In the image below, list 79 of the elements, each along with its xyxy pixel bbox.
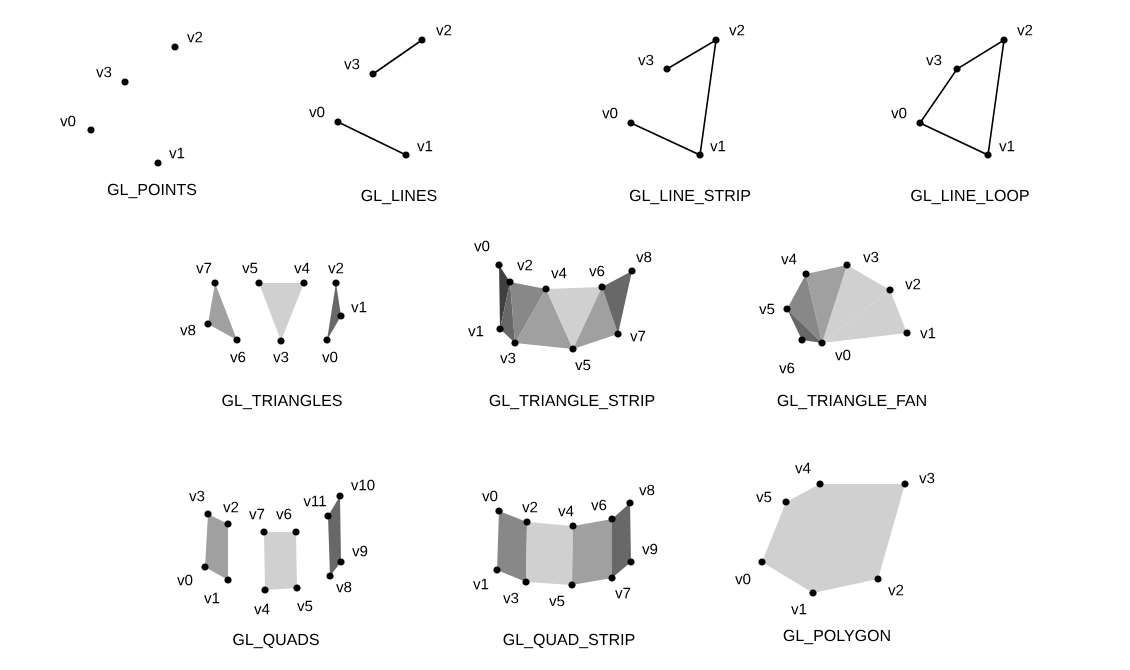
vertex-label: v4 bbox=[551, 267, 567, 279]
vertex-label: v3 bbox=[189, 490, 205, 502]
vertex-label: v6 bbox=[591, 499, 607, 511]
vertex-label: v0 bbox=[835, 349, 851, 361]
vertex-label: v5 bbox=[759, 303, 775, 315]
vertex-label: v3 bbox=[500, 352, 516, 364]
vertex-label: v0 bbox=[735, 573, 751, 585]
primitive-name: GL_QUADS bbox=[233, 633, 319, 649]
vertex-label: v3 bbox=[863, 251, 879, 263]
vertex-label: v6 bbox=[230, 351, 246, 363]
vertex-label: v3 bbox=[273, 351, 289, 363]
vertex-label: v2 bbox=[522, 501, 538, 513]
vertex-label: v0 bbox=[602, 107, 618, 119]
vertex-label: v1 bbox=[169, 147, 185, 159]
vertex-label: v1 bbox=[710, 140, 726, 152]
vertex-label: v10 bbox=[350, 479, 375, 491]
vertex-label: v2 bbox=[328, 262, 344, 274]
vertex-label: v2 bbox=[187, 31, 203, 43]
vertex-label: v2 bbox=[888, 584, 904, 596]
vertex-label: v8 bbox=[180, 324, 196, 336]
vertex-label: v5 bbox=[549, 595, 565, 607]
vertex-label: v8 bbox=[639, 484, 655, 496]
vertex-label: v5 bbox=[756, 491, 772, 503]
vertex-label: v0 bbox=[309, 106, 325, 118]
vertex-label: v9 bbox=[642, 543, 658, 555]
vertex-label: v6 bbox=[779, 362, 795, 374]
vertex-label: v3 bbox=[503, 592, 519, 604]
vertex-label: v3 bbox=[344, 58, 360, 70]
vertex-label: v8 bbox=[336, 581, 352, 593]
vertex-label: v6 bbox=[589, 265, 605, 277]
primitive-name: GL_POINTS bbox=[107, 183, 197, 199]
primitive-name: GL_TRIANGLES bbox=[222, 394, 342, 410]
vertex-label: v2 bbox=[436, 24, 452, 36]
vertex-label: v3 bbox=[919, 472, 935, 484]
vertex-label: v7 bbox=[630, 330, 646, 342]
vertex-label: v7 bbox=[249, 508, 265, 520]
vertex-label: v3 bbox=[96, 66, 112, 78]
vertex-label: v2 bbox=[517, 259, 533, 271]
vertex-label: v11 bbox=[303, 495, 326, 507]
primitive-name: GL_LINES bbox=[361, 189, 437, 205]
vertex-label: v5 bbox=[297, 600, 313, 612]
vertex-label: v4 bbox=[254, 603, 270, 615]
primitive-name: GL_TRIANGLE_STRIP bbox=[489, 394, 655, 410]
vertex-label: v6 bbox=[276, 508, 292, 520]
vertex-label: v0 bbox=[482, 490, 498, 502]
vertex-label: v1 bbox=[791, 603, 807, 615]
vertex-label: v1 bbox=[468, 325, 484, 337]
vertex-label: v0 bbox=[322, 351, 338, 363]
vertex-label: v2 bbox=[905, 278, 921, 290]
vertex-label: v4 bbox=[558, 505, 574, 517]
primitive-name: GL_LINE_STRIP bbox=[629, 189, 751, 205]
vertex-label: v3 bbox=[926, 54, 942, 66]
vertex-label: v7 bbox=[615, 587, 631, 599]
primitive-name: GL_TRIANGLE_FAN bbox=[777, 394, 926, 410]
vertex-label: v0 bbox=[474, 240, 490, 252]
vertex-label: v4 bbox=[294, 262, 310, 274]
vertex-label: v0 bbox=[891, 107, 907, 119]
vertex-label: v1 bbox=[999, 140, 1015, 152]
vertex-label: v0 bbox=[177, 574, 193, 586]
vertex-label: v1 bbox=[204, 592, 220, 604]
vertex-label: v1 bbox=[351, 301, 367, 313]
vertex-label: v0 bbox=[60, 115, 76, 127]
primitive-name: GL_QUAD_STRIP bbox=[503, 633, 635, 649]
primitive-name: GL_POLYGON bbox=[783, 629, 890, 645]
vertex-label: v3 bbox=[638, 54, 654, 66]
vertex-label: v4 bbox=[781, 253, 797, 265]
vertex-label: v1 bbox=[920, 327, 936, 339]
vertex-label: v4 bbox=[795, 462, 811, 474]
vertex-label: v8 bbox=[636, 251, 652, 263]
vertex-label: v1 bbox=[417, 140, 433, 152]
vertex-label: v7 bbox=[196, 262, 212, 274]
vertex-label: v1 bbox=[473, 578, 489, 590]
vertex-label: v2 bbox=[729, 24, 745, 36]
vertex-label: v2 bbox=[1017, 24, 1033, 36]
vertex-label: v5 bbox=[242, 262, 258, 274]
vertex-label: v9 bbox=[352, 545, 368, 557]
primitive-name: GL_LINE_LOOP bbox=[911, 189, 1029, 205]
vertex-label: v2 bbox=[223, 501, 239, 513]
vertex-label: v5 bbox=[575, 359, 591, 371]
